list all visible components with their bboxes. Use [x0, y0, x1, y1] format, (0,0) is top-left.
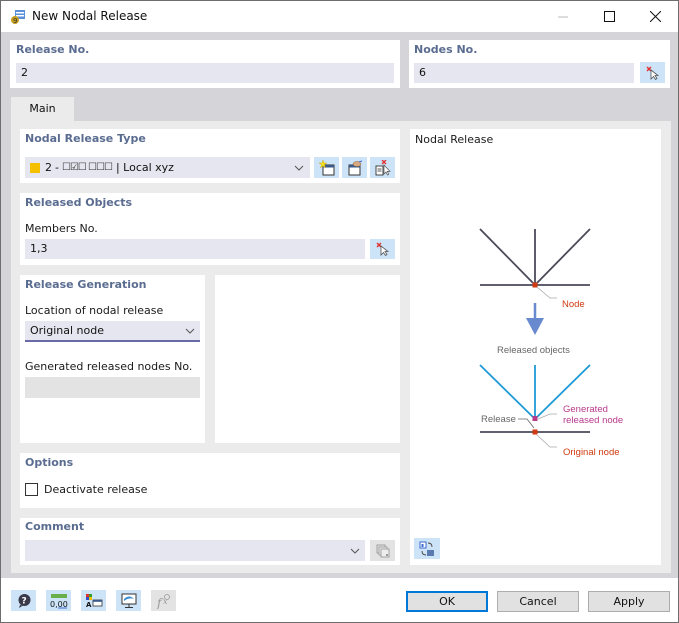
comment-panel: Comment	[20, 518, 400, 565]
units-button[interactable]: 0,00	[46, 590, 71, 611]
nodal-release-app-icon: 9	[11, 10, 25, 25]
pick-cursor-icon	[376, 242, 389, 256]
comment-label: Comment	[25, 520, 85, 533]
title-bar: 9 New Nodal Release	[1, 1, 678, 32]
released-objects-diagram-label: Released objects	[497, 345, 570, 356]
new-type-button[interactable]	[314, 157, 339, 178]
pick-nodes-button[interactable]	[640, 62, 665, 83]
type-color-swatch	[30, 162, 40, 173]
deactivate-release-label[interactable]: Deactivate release	[44, 483, 148, 496]
edit-type-button[interactable]	[342, 157, 367, 178]
location-selected-value: Original node	[30, 324, 104, 337]
release-no-label: Release No.	[16, 43, 90, 56]
tab-main[interactable]: Main	[11, 97, 74, 121]
pick-cursor-icon	[646, 66, 659, 80]
formula-button[interactable]: f x	[151, 590, 176, 611]
help-icon: ?	[18, 593, 30, 608]
nodes-no-input[interactable]: 6	[414, 63, 634, 83]
release-generation-panel: Release Generation Location of nodal rel…	[20, 275, 205, 443]
select-type-from-model-button[interactable]	[370, 157, 395, 178]
comment-library-button[interactable]	[370, 540, 395, 561]
released-objects-label: Released Objects	[25, 196, 133, 209]
display-properties-button[interactable]: A	[81, 590, 106, 611]
svg-text:?: ?	[21, 596, 26, 606]
type-release-symbols: ☐☑☐ ☐☐☐	[61, 161, 113, 173]
apply-button[interactable]: Apply	[588, 591, 670, 612]
nodal-release-type-panel: Nodal Release Type 2 - ☐☑☐ ☐☐☐ | Local x…	[20, 129, 400, 183]
nodal-release-diagram	[479, 228, 591, 448]
release-generation-label: Release Generation	[25, 278, 147, 291]
display-properties-icon: A	[85, 593, 102, 609]
release-no-panel: Release No. 2	[10, 40, 400, 88]
original-node-label: Original node	[563, 447, 620, 458]
chevron-down-icon	[185, 328, 195, 334]
help-button[interactable]: ?	[11, 590, 36, 611]
monitor-view-icon	[121, 593, 136, 608]
view-button[interactable]	[116, 590, 141, 611]
nodes-no-label: Nodes No.	[414, 43, 478, 56]
options-panel: Options Deactivate release	[20, 453, 400, 508]
ok-button[interactable]: OK	[406, 591, 488, 612]
comment-input[interactable]	[25, 540, 365, 561]
generated-node-label-line1: Generated	[563, 404, 608, 415]
options-label: Options	[25, 456, 74, 469]
released-objects-panel: Released Objects Members No. 1,3	[20, 193, 400, 265]
copy-stack-icon	[376, 544, 389, 557]
minimize-icon	[558, 16, 568, 17]
edit-window-hand-icon	[348, 160, 362, 175]
deactivate-release-checkbox[interactable]	[25, 483, 38, 496]
maximize-icon	[603, 11, 615, 22]
svg-text:x: x	[163, 597, 168, 606]
type-separator: -	[55, 160, 59, 174]
type-coordinate-system: | Local xyz	[115, 160, 174, 174]
generated-released-nodes-label: Generated released nodes No.	[25, 360, 193, 373]
generated-released-nodes-input	[25, 377, 200, 398]
dialog-footer: ? 0,00 A	[1, 578, 678, 622]
formula-icon: f x	[156, 593, 170, 609]
location-of-nodal-release-select[interactable]: Original node	[25, 321, 200, 342]
nodal-release-type-label: Nodal Release Type	[25, 132, 146, 145]
svg-text:f: f	[156, 596, 164, 609]
svg-text:0,00: 0,00	[50, 600, 68, 609]
release-no-input[interactable]: 2	[16, 63, 394, 83]
chevron-down-icon	[294, 165, 304, 171]
maximize-button[interactable]	[586, 1, 632, 32]
members-no-label: Members No.	[25, 222, 98, 235]
close-button[interactable]	[632, 1, 678, 32]
type-number: 2	[45, 160, 52, 174]
pick-document-cursor-icon	[375, 159, 391, 175]
generated-node-label-line2: released node	[563, 415, 624, 426]
units-icon: 0,00	[50, 593, 68, 609]
window-title: New Nodal Release	[32, 9, 148, 23]
nodes-no-panel: Nodes No. 6	[409, 40, 670, 88]
close-icon	[649, 11, 661, 22]
location-of-nodal-release-label: Location of nodal release	[25, 304, 164, 317]
svg-text:A: A	[86, 601, 92, 609]
preview-title: Nodal Release	[415, 133, 494, 146]
cancel-button[interactable]: Cancel	[497, 591, 579, 612]
tab-strip: Main	[11, 97, 671, 121]
nodal-release-type-select[interactable]: 2 - ☐☑☐ ☐☐☐ | Local xyz	[25, 157, 310, 178]
members-no-input[interactable]: 1,3	[25, 239, 365, 259]
node-label: Node	[562, 299, 585, 310]
swap-view-icon	[419, 541, 434, 556]
minimize-button[interactable]	[540, 1, 586, 32]
pick-members-button[interactable]	[370, 239, 395, 259]
release-generation-side-panel	[215, 275, 400, 443]
release-diagram-label: Release	[481, 414, 516, 425]
new-window-star-icon	[318, 159, 334, 175]
chevron-down-icon[interactable]	[350, 547, 360, 555]
svg-text:9: 9	[13, 17, 17, 25]
swap-view-button[interactable]	[414, 538, 440, 559]
nodal-release-preview-panel: Nodal Release Node Released obj	[410, 129, 661, 565]
